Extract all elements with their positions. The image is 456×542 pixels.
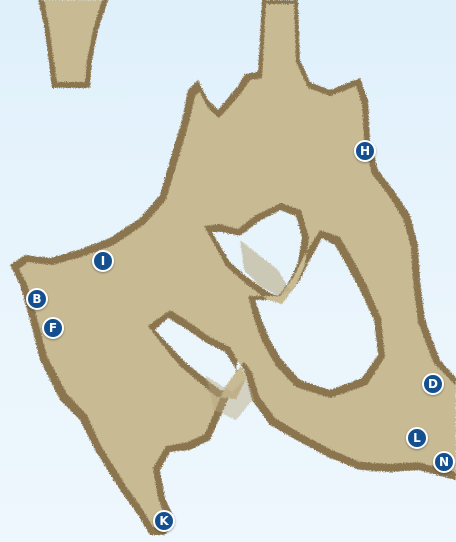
map-marker-d[interactable]: D [422, 373, 444, 395]
map-marker-h[interactable]: H [354, 140, 376, 162]
map-marker-l[interactable]: L [406, 427, 428, 449]
map-marker-i[interactable]: I [92, 250, 114, 272]
map-marker-k[interactable]: K [153, 510, 175, 532]
map-marker-n[interactable]: N [433, 451, 455, 473]
map-marker-f[interactable]: F [42, 317, 64, 339]
northwest-land-strip [38, 0, 108, 88]
map-marker-b[interactable]: B [26, 288, 48, 310]
